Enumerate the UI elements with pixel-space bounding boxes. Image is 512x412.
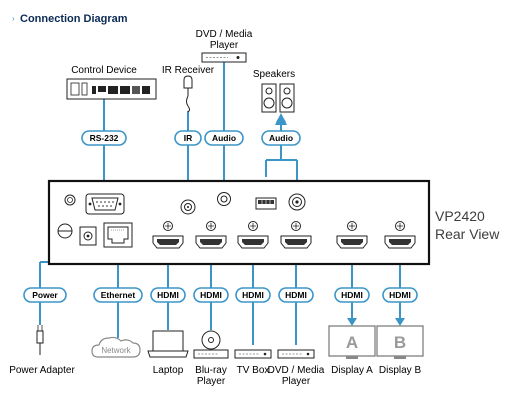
- pill-audio-2-label: Audio: [269, 133, 293, 143]
- pill-hdmi-4: HDMI: [278, 287, 314, 303]
- ethernet-port-icon: [103, 222, 133, 248]
- dvd-bottom-label-1: DVD / Media: [268, 365, 325, 376]
- pill-hdmi-4-label: HDMI: [285, 290, 307, 300]
- pill-hdmi-3: HDMI: [235, 287, 271, 303]
- power-adapter-icon: [36, 325, 44, 355]
- arrow-up-icon: [276, 114, 286, 122]
- device-model: VP2420: [435, 208, 485, 224]
- display-a-label: Display A: [331, 365, 373, 376]
- page-title: Connection Diagram: [20, 13, 128, 25]
- rs232-port-icon: [85, 193, 125, 215]
- speakers-label: Speakers: [253, 69, 295, 80]
- control-device-icon: [66, 78, 157, 100]
- pill-hdmi-5-label: HDMI: [341, 290, 363, 300]
- ground-screw-icon: [64, 194, 76, 206]
- dvd-player-bottom-icon: [277, 349, 315, 359]
- dc-power-jack-icon: [79, 226, 97, 246]
- rear-panel: [47, 179, 431, 266]
- pill-rs232: RS-232: [81, 130, 127, 146]
- hdmi-port-icon: [384, 221, 416, 249]
- hdmi-ports: [152, 221, 416, 249]
- dvd-player-top-label-1: DVD / Media: [196, 29, 253, 40]
- bluray-label-1: Blu-ray: [195, 365, 227, 376]
- pill-hdmi-6: HDMI: [382, 287, 418, 303]
- pill-ethernet-label: Ethernet: [101, 290, 136, 300]
- pill-ir-label: IR: [184, 133, 193, 143]
- pill-hdmi-2: HDMI: [193, 287, 229, 303]
- pill-audio-1-label: Audio: [212, 133, 236, 143]
- audio-in-jack-icon: [217, 192, 231, 206]
- dvd-bottom-label-2: Player: [282, 376, 311, 387]
- network-cloud-icon: Network: [91, 336, 141, 358]
- pill-hdmi-5: HDMI: [334, 287, 370, 303]
- audio-terminal-block-icon: [255, 197, 277, 210]
- laptop-label: Laptop: [153, 365, 184, 376]
- ir-receiver-icon: [183, 75, 193, 113]
- bluray-label-2: Player: [197, 376, 226, 387]
- dvd-player-top-icon: [201, 52, 247, 63]
- hdmi-port-icon: [280, 221, 312, 249]
- pill-power: Power: [23, 287, 67, 303]
- pill-audio-2: Audio: [261, 130, 301, 146]
- pill-rs232-label: RS-232: [90, 133, 119, 143]
- display-b-label: Display B: [379, 365, 422, 376]
- ir-receiver-label: IR Receiver: [162, 65, 215, 76]
- control-device-label: Control Device: [71, 65, 137, 76]
- display-b-icon: B: [376, 325, 424, 359]
- pill-hdmi-2-label: HDMI: [200, 290, 222, 300]
- display-a-letter: A: [346, 333, 358, 352]
- display-a-icon: A: [328, 325, 376, 359]
- arrow-down-icon: [347, 318, 357, 326]
- bluray-player-icon: [193, 330, 229, 359]
- hdmi-port-icon: [195, 221, 227, 249]
- speakers-icon: [261, 83, 295, 113]
- hdmi-port-icon: [152, 221, 184, 249]
- network-label: Network: [101, 346, 131, 355]
- title-bullet-icon: ›: [12, 14, 15, 23]
- pill-audio-1: Audio: [204, 130, 244, 146]
- hdmi-port-icon: [336, 221, 368, 249]
- pill-power-label: Power: [32, 290, 58, 300]
- pill-ethernet: Ethernet: [93, 287, 143, 303]
- power-adapter-label: Power Adapter: [9, 365, 75, 376]
- power-switch-icon: [57, 223, 73, 239]
- laptop-icon: [147, 330, 189, 358]
- dvd-player-top-label-2: Player: [210, 40, 239, 51]
- hdmi-port-icon: [237, 221, 269, 249]
- display-b-letter: B: [394, 333, 406, 352]
- pill-hdmi-6-label: HDMI: [389, 290, 411, 300]
- pill-ir: IR: [174, 130, 202, 146]
- pill-hdmi-1: HDMI: [150, 287, 186, 303]
- audio-out-jack-icon: [288, 193, 306, 211]
- arrow-down-icon: [395, 318, 405, 326]
- pill-hdmi-3-label: HDMI: [242, 290, 264, 300]
- pill-hdmi-1-label: HDMI: [157, 290, 179, 300]
- tvbox-label: TV Box: [237, 365, 270, 376]
- tv-box-icon: [234, 349, 272, 359]
- device-view: Rear View: [435, 226, 500, 242]
- ir-jack-icon: [180, 199, 196, 215]
